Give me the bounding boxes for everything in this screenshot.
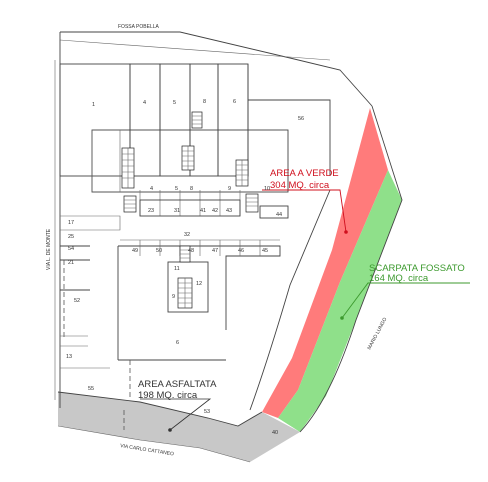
parcel-47: 47: [212, 248, 218, 254]
parcel-r1: 4: [150, 186, 153, 192]
parcel-55: 55: [88, 386, 94, 392]
leader-verde-dot: [344, 230, 348, 234]
parcel-42: 42: [212, 208, 218, 214]
parcel-r5: 10: [264, 186, 270, 192]
parcel-9: 9: [172, 294, 175, 300]
leader-asfaltata: [140, 398, 212, 431]
parcel-52: 52: [74, 298, 80, 304]
scarpata-size: 164 MQ. circa: [369, 273, 429, 284]
parcel-21: 21: [68, 260, 74, 266]
parcel-41: 41: [200, 208, 206, 214]
parcel-56: 56: [298, 116, 304, 122]
parcel-54: 54: [68, 246, 74, 252]
parcel-45: 45: [262, 248, 268, 254]
parcel-53: 53: [204, 409, 210, 415]
parcel-32: 32: [184, 232, 190, 238]
street-left: VIA L. DE MONTE: [46, 228, 52, 270]
leader-scarpata-dot: [340, 316, 344, 320]
parcel-44: 44: [276, 212, 282, 218]
parcel-r4: 9: [228, 186, 231, 192]
parcel-5: 5: [173, 100, 176, 106]
parcel-31: 31: [174, 208, 180, 214]
parcel-40: 40: [272, 430, 278, 436]
parcel-50: 50: [156, 248, 162, 254]
street-right: MARIO LUNGO: [366, 317, 388, 351]
parcel-23: 23: [148, 208, 154, 214]
area-asfaltata-fill: [58, 392, 300, 462]
parcel-6: 6: [233, 99, 236, 105]
parcel-43: 43: [226, 208, 232, 214]
parcel-1: 1: [92, 102, 95, 108]
street-bottom: VIA CARLO CATTANEO: [120, 443, 175, 457]
parcel-11: 11: [174, 266, 180, 272]
parcel-48: 48: [188, 248, 194, 254]
area-verde-title: AREA A VERDE: [270, 168, 339, 179]
scarpata-title: SCARPATA FOSSATO: [369, 263, 465, 274]
parcel-r3: 8: [190, 186, 193, 192]
parcel-46: 46: [238, 248, 244, 254]
area-verde-fill: [262, 108, 388, 418]
area-asfaltata-title: AREA ASFALTATA: [138, 379, 217, 390]
area-verde-size: 304 MQ. circa: [270, 180, 330, 191]
stair-2: [181, 111, 203, 171]
parcel-4: 4: [143, 100, 146, 106]
scarpata-fill: [278, 170, 402, 432]
area-asfaltata-size: 198 MQ. circa: [138, 390, 198, 401]
road-edge-inner: [249, 189, 331, 411]
parcel-6b: 6: [176, 340, 179, 346]
bottom-boundary: [57, 391, 263, 427]
bottom-road-line: [57, 425, 251, 463]
leader-verde: [262, 189, 347, 233]
stair-1: [121, 147, 137, 213]
street-top: FOSSA POBELLA: [118, 24, 160, 30]
parcel-12: 12: [196, 281, 202, 287]
lot-dashed-edge: [123, 360, 131, 430]
top-boundary: [60, 31, 373, 107]
parcel-17: 17: [68, 220, 74, 226]
road-edge-outer: [299, 105, 403, 433]
leader-asfaltata-dot: [168, 428, 172, 432]
top-street-line: [59, 39, 331, 61]
parcel-13: 13: [66, 354, 72, 360]
parcel-8: 8: [203, 99, 206, 105]
parcel-r2: 5: [175, 186, 178, 192]
building-block-middle: [60, 239, 281, 369]
building-block-top: [59, 63, 331, 231]
leader-scarpata: [341, 282, 470, 319]
parcel-49: 49: [132, 248, 138, 254]
stair-4: [177, 245, 193, 309]
parcel-25: 25: [68, 234, 74, 240]
stair-3: [235, 159, 259, 213]
